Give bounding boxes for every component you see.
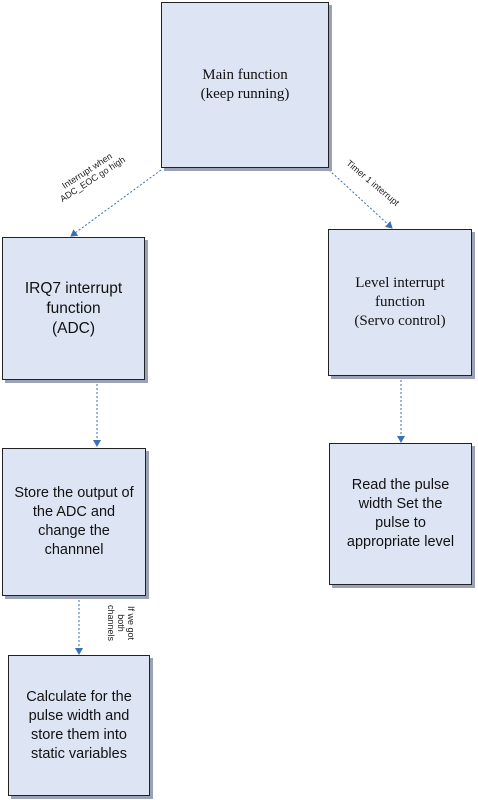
node-text-line: (ADC) bbox=[51, 319, 96, 337]
node-text-line: Level interrupt bbox=[355, 275, 445, 291]
node-text-line: channnel bbox=[44, 542, 104, 558]
node-text-line: Main function bbox=[202, 67, 288, 83]
node-main-function: Main function (keep running) bbox=[161, 2, 329, 168]
node-read-pulse-width: Read the pulse width Set the pulse to ap… bbox=[329, 443, 472, 585]
node-store-adc-output: Store the output of the ADC and change t… bbox=[2, 448, 146, 596]
node-text-line: (Servo control) bbox=[354, 313, 446, 329]
node-text-line: the ADC and bbox=[32, 504, 116, 520]
node-text-line: pulse to bbox=[375, 515, 426, 531]
node-text-line: change the bbox=[38, 523, 110, 539]
node-text-line: Calculate for the bbox=[26, 688, 132, 705]
edge-label-both-channels: If we got both channels bbox=[106, 605, 136, 641]
node-text-line: Store the output of bbox=[14, 485, 134, 501]
edge-label-line: channels bbox=[106, 604, 117, 642]
node-text-line: store them into bbox=[31, 726, 127, 743]
node-text-line: appropriate level bbox=[346, 534, 455, 550]
node-text-line: (keep running) bbox=[200, 86, 290, 102]
node-calculate-pulse-width: Calculate for the pulse width and store … bbox=[8, 655, 150, 796]
edge-label-line: both bbox=[116, 614, 127, 632]
node-text-line: IRQ7 interrupt bbox=[24, 279, 123, 297]
node-irq7-interrupt: IRQ7 interrupt function (ADC) bbox=[2, 237, 145, 380]
edge-label-line: If we got bbox=[126, 605, 137, 641]
node-text-line: pulse width and bbox=[28, 707, 130, 724]
edge-main-to-irq7 bbox=[70, 169, 162, 237]
node-level-interrupt: Level interrupt function (Servo control) bbox=[328, 229, 472, 376]
node-text-line: Read the pulse bbox=[351, 477, 450, 493]
node-text-line: static variables bbox=[31, 745, 127, 762]
node-text-line: function bbox=[46, 299, 101, 317]
node-text-line: function bbox=[374, 294, 425, 310]
node-text-line: width Set the bbox=[358, 496, 443, 512]
